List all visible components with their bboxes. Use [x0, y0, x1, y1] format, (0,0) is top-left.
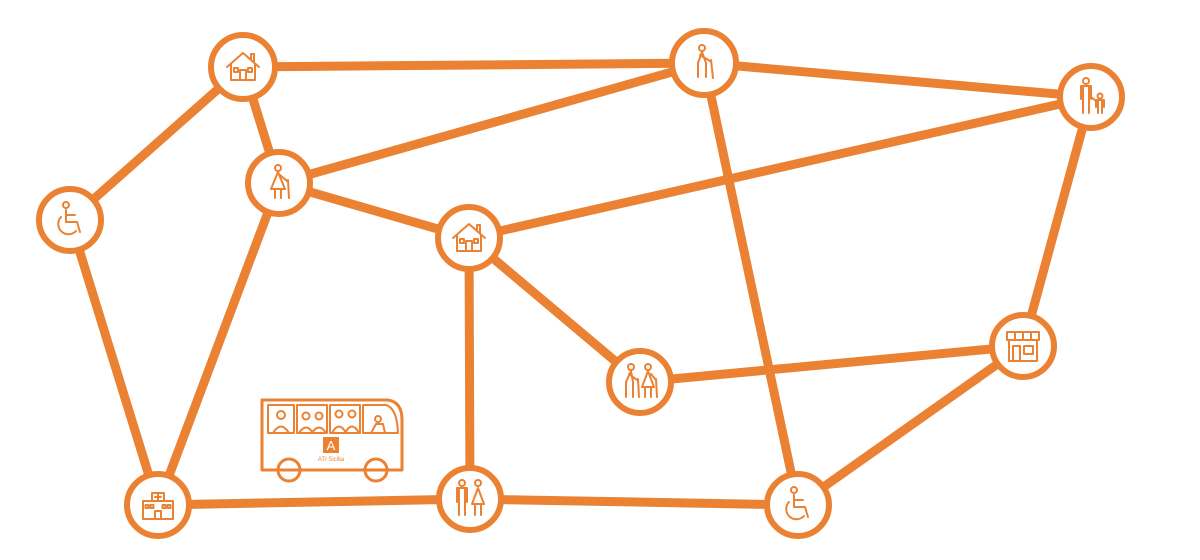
elderly-person-cane-icon: [697, 44, 714, 79]
edge-wheelchair-left-to-hospital: [65, 215, 163, 510]
house-icon: [452, 223, 486, 252]
couple-icon: [456, 479, 485, 516]
network-edges: [65, 58, 1096, 510]
edge-house-top-to-elder-cane: [238, 58, 709, 72]
parent-with-child-icon: [1080, 77, 1105, 114]
edge-elder-woman-to-hospital: [153, 178, 284, 510]
shop-storefront-icon: [1006, 331, 1040, 362]
edge-hospital-to-couple: [153, 494, 475, 510]
bus-icon: A ATI Sicilia: [260, 398, 404, 483]
node-elder-woman: [245, 149, 313, 217]
node-couple: [436, 465, 504, 533]
node-parent-child: [1057, 63, 1125, 131]
node-house-center: [435, 204, 503, 272]
edge-parent-child-to-house-center: [464, 92, 1096, 243]
node-shop: [989, 312, 1057, 380]
edge-elder-cane-to-parent-child: [699, 58, 1096, 102]
bus-logo-letter: A: [327, 438, 336, 453]
node-elderly-couple: [606, 348, 674, 416]
network-nodes: [36, 28, 1125, 539]
hospital-icon: [142, 492, 174, 520]
node-wheelchair-left: [36, 186, 104, 254]
edge-parent-child-to-shop: [1018, 92, 1096, 351]
edge-elder-cane-to-elder-woman: [274, 58, 709, 188]
edge-elderly-couple-to-shop: [635, 341, 1028, 387]
node-house-top: [208, 32, 278, 102]
edge-house-center-to-couple: [464, 233, 475, 504]
wheelchair-icon: [57, 201, 81, 236]
elderly-woman-cane-icon: [270, 164, 290, 199]
elderly-couple-icon: [625, 363, 658, 398]
house-icon: [226, 52, 260, 81]
bus-brand-text: ATI Sicilia: [318, 457, 345, 463]
node-hospital: [124, 471, 192, 539]
edge-shop-to-wheelchair-right: [793, 341, 1028, 510]
node-elder-cane: [669, 28, 739, 98]
edge-house-top-to-wheelchair-left: [65, 62, 248, 225]
edge-elder-cane-to-wheelchair-right: [699, 58, 803, 510]
edge-couple-to-wheelchair-right: [465, 494, 803, 510]
node-wheelchair-right: [764, 471, 832, 539]
edge-house-center-to-elderly-couple: [464, 233, 645, 387]
wheelchair-icon: [785, 486, 809, 521]
